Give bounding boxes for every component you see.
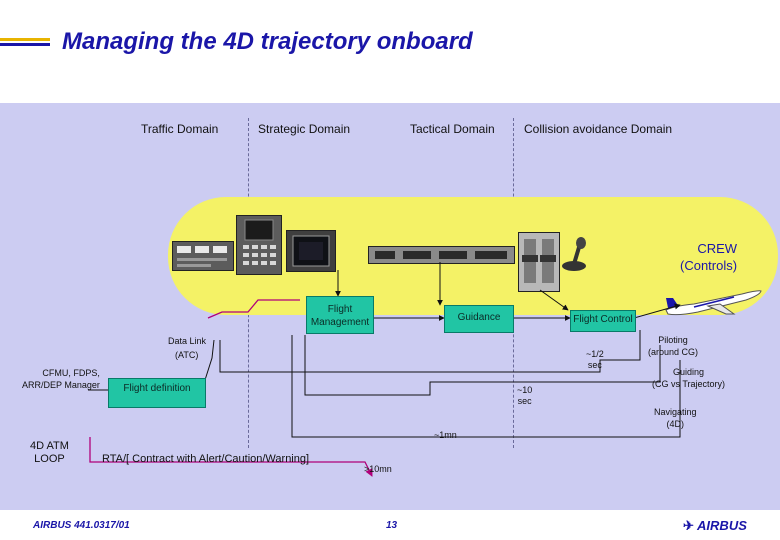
title-bar (0, 43, 50, 46)
cfmu-line2: ARR/DEP Manager (22, 380, 100, 390)
airbus-logo-text: AIRBUS (697, 518, 747, 533)
domain-tactical: Tactical Domain (410, 122, 495, 136)
crew-label: CREW (Controls) (680, 240, 737, 274)
airbus-logo: ✈ AIRBUS (683, 518, 747, 534)
atm-loop-line (89, 437, 373, 477)
radio-panel-icon (172, 241, 234, 271)
atm-loop-label: 4D ATM LOOP (30, 440, 69, 466)
flight-management-box: Flight Management (306, 296, 374, 334)
domain-collision-avoidance: Collision avoidance Domain (524, 122, 673, 136)
atc-label: (ATC) (175, 350, 199, 360)
flight-definition-box: Flight definition (108, 378, 206, 408)
navigating-line2: (4D) (666, 419, 685, 429)
flight-control-box: Flight Control (570, 310, 636, 332)
throttle-to-fc-line (539, 289, 569, 311)
navigating-label: Navigating (4D) (654, 406, 697, 430)
cfmu-line1: CFMU, FDPS, (42, 368, 100, 378)
crew-label-line1: CREW (697, 241, 738, 256)
half-sec-loop-line (219, 330, 641, 373)
sidestick-graphic (562, 237, 586, 271)
mcdu-icon (236, 215, 282, 275)
guiding-label: Guiding (CG vs Trajectory) (652, 366, 725, 390)
ten-min-label: >10mn (364, 464, 392, 474)
ten-sec-line2: sec (517, 396, 532, 406)
piloting-line2: (around CG) (648, 347, 699, 357)
display-icon (286, 230, 336, 272)
half-sec-line2: sec (587, 360, 602, 370)
radio-panel-graphic (177, 246, 227, 267)
half-sec-line1: ~1/2 (586, 349, 604, 359)
atm-line1: 4D ATM (30, 440, 69, 452)
one-min-loop-line (291, 335, 681, 438)
doc-reference: AIRBUS 441.0317/01 (33, 520, 130, 531)
domain-strategic: Strategic Domain (258, 122, 351, 136)
guiding-line1: Guiding (672, 367, 705, 377)
definition-to-datalink-line (204, 339, 215, 381)
airbus-logo-icon: ✈ (683, 518, 694, 533)
ten-sec-line1: ~10 (517, 385, 533, 395)
datalink-magenta-line (207, 299, 300, 319)
fcu-glareshield-icon (368, 246, 515, 264)
ten-sec-label: ~10 sec (517, 385, 532, 407)
half-sec-label: ~1/2 sec (586, 349, 604, 371)
domain-traffic: Traffic Domain (141, 122, 219, 136)
guidance-box: Guidance (444, 305, 514, 333)
fc-to-aircraft-line (633, 303, 681, 319)
one-min-label: ~1mn (434, 430, 457, 440)
guiding-line2: (CG vs Trajectory) (652, 379, 726, 389)
display-graphic (292, 235, 330, 267)
page-number: 13 (386, 520, 398, 531)
data-link-label: Data Link (168, 336, 207, 346)
title-accent-bar (0, 38, 50, 41)
sidestick-icon (560, 236, 592, 272)
page-title: Managing the 4D trajectory onboard (62, 28, 473, 55)
navigating-line1: Navigating (654, 407, 697, 417)
cfmu-label: CFMU, FDPS, ARR/DEP Manager (22, 367, 100, 391)
crew-label-line2: (Controls) (680, 258, 738, 273)
ten-sec-loop-line (304, 335, 661, 396)
rta-contract-label: RTA/[ Contract with Alert/Caution/Warnin… (102, 453, 310, 465)
throttle-graphic (522, 239, 556, 283)
piloting-label: Piloting (around CG) (648, 334, 698, 358)
mcdu-graphic (243, 219, 276, 265)
fcu-graphic (375, 251, 507, 259)
atm-line2: LOOP (34, 453, 65, 465)
piloting-line1: Piloting (658, 335, 688, 345)
throttle-quadrant-icon (518, 232, 560, 292)
